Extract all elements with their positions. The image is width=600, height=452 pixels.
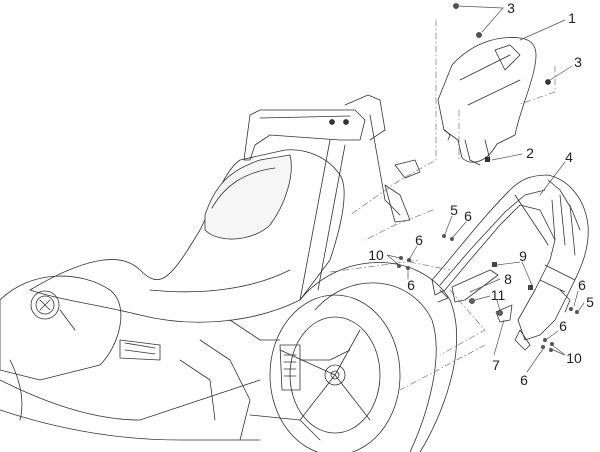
callout-2: 2 (526, 145, 534, 161)
assembly-guide-lines (329, 19, 556, 391)
callout-8: 8 (504, 271, 512, 287)
part-1-rear-mudguard (437, 37, 537, 166)
callout-leaders (386, 5, 585, 373)
bolts-and-washers (397, 234, 579, 352)
callout-6: 6 (464, 208, 472, 224)
part-4-rear-rack (431, 174, 589, 351)
callout-6: 6 (520, 372, 528, 388)
callout-11: 11 (490, 287, 506, 303)
part-8-bracket (451, 269, 499, 303)
part-7-bracket (495, 304, 513, 323)
part-11-nuts (469, 298, 503, 316)
callout-3: 3 (507, 0, 515, 16)
callout-6: 6 (559, 318, 567, 334)
callout-6: 6 (578, 277, 586, 293)
callout-7: 7 (492, 357, 500, 373)
callout-1: 1 (568, 10, 576, 26)
callout-5: 5 (586, 294, 594, 310)
callout-6: 6 (415, 232, 423, 248)
part-2-clip-nut (485, 157, 490, 162)
callout-6: 6 (407, 277, 415, 293)
callout-4: 4 (565, 149, 573, 165)
callout-9: 9 (519, 248, 527, 264)
part-3-screws (453, 3, 551, 85)
part-9-clips (492, 262, 533, 290)
callout-10: 10 (566, 350, 582, 366)
callout-5: 5 (450, 202, 458, 218)
callout-3: 3 (574, 54, 582, 70)
motorcycle-body (0, 94, 457, 452)
callout-10: 10 (368, 247, 384, 263)
